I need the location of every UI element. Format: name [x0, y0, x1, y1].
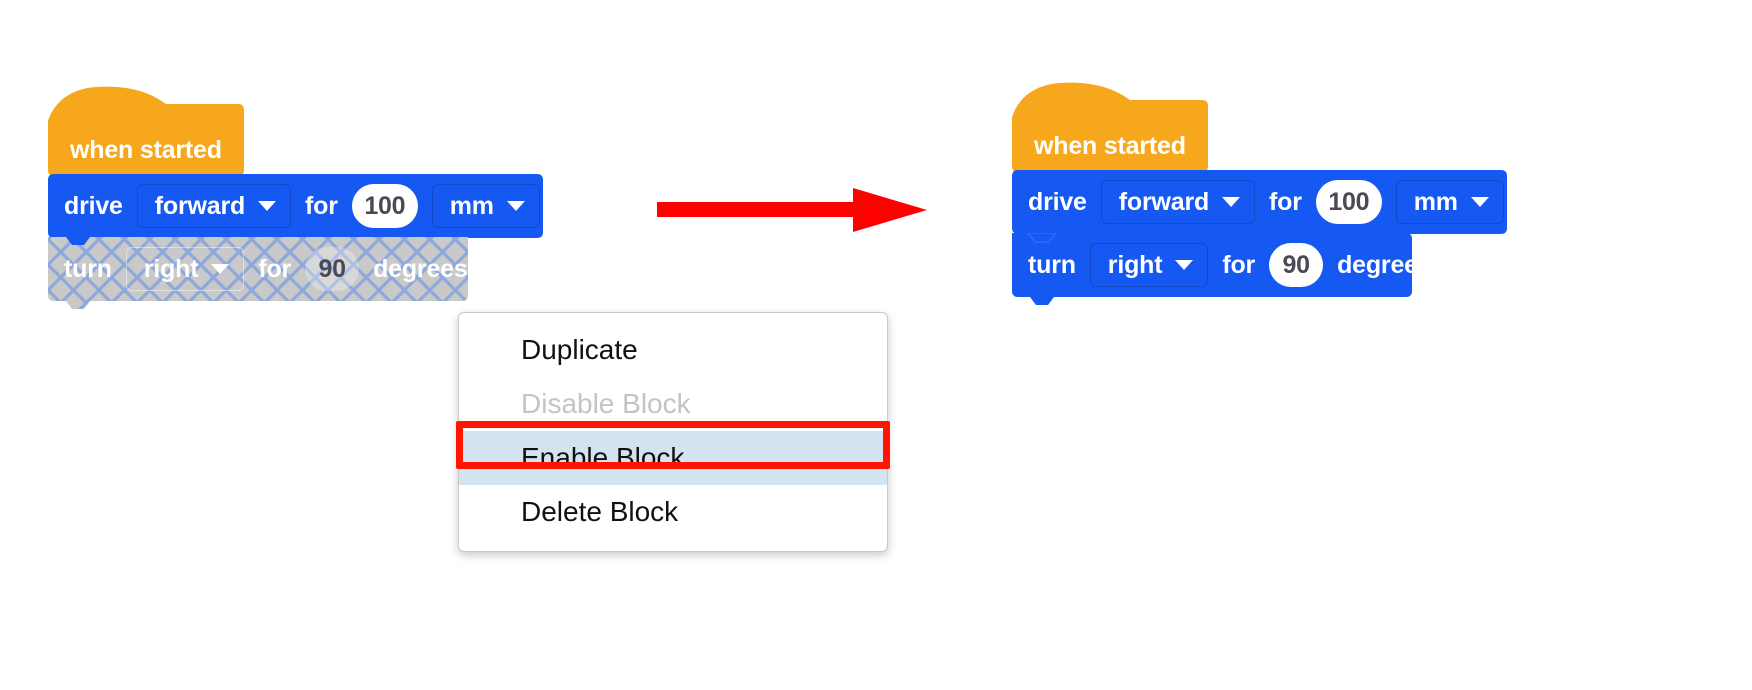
turn-amount-input[interactable]: 90 — [1269, 243, 1324, 287]
menu-item-delete-block[interactable]: Delete Block — [521, 496, 679, 527]
turn-unit-label: degrees — [1337, 250, 1432, 279]
chevron-down-icon — [258, 201, 277, 211]
drive-verb-label: drive — [64, 191, 123, 220]
turn-direction-dropdown[interactable]: right — [1089, 243, 1209, 287]
chevron-down-icon — [1222, 197, 1241, 207]
when-started-hat-block[interactable]: when started — [1012, 78, 1208, 180]
drive-verb-label: drive — [1028, 187, 1087, 216]
turn-block-disabled[interactable]: turn right for 90 degrees — [48, 237, 468, 309]
before-block-stack: when started drive forward for 100 mm — [48, 82, 543, 309]
drive-direction-dropdown[interactable]: forward — [136, 184, 292, 228]
when-started-hat-block[interactable]: when started — [48, 82, 244, 184]
transition-arrow — [655, 180, 935, 245]
drive-block[interactable]: drive forward for 100 mm — [48, 174, 543, 238]
chevron-down-icon — [1470, 197, 1489, 207]
after-block-stack: when started drive forward for 100 mm — [1012, 78, 1507, 305]
turn-direction-value: right — [1107, 250, 1163, 279]
chevron-down-icon — [506, 201, 525, 211]
chevron-down-icon — [1175, 260, 1194, 270]
hat-block-shape — [48, 86, 244, 184]
menu-item-duplicate[interactable]: Duplicate — [521, 334, 638, 365]
turn-amount-input[interactable]: 90 — [305, 247, 360, 291]
drive-amount-input[interactable]: 100 — [1315, 180, 1382, 224]
turn-for-label: for — [1222, 250, 1256, 279]
hat-block-shape — [1012, 82, 1208, 180]
turn-verb-label: turn — [1028, 250, 1076, 279]
drive-block-shape — [1012, 170, 1507, 234]
drive-for-label: for — [1269, 187, 1302, 216]
drive-unit-dropdown[interactable]: mm — [1395, 180, 1504, 224]
menu-item-disable-block: Disable Block — [521, 388, 691, 419]
chevron-down-icon — [211, 264, 230, 274]
drive-unit-dropdown[interactable]: mm — [431, 184, 540, 228]
drive-direction-dropdown[interactable]: forward — [1100, 180, 1256, 224]
drive-unit-value: mm — [449, 191, 494, 220]
drive-amount-input[interactable]: 100 — [351, 184, 418, 228]
block-context-menu[interactable]: Duplicate Disable Block Enable Block Del… — [458, 312, 888, 552]
turn-verb-label: turn — [64, 254, 112, 283]
arrow-right-icon — [657, 188, 927, 232]
drive-for-label: for — [305, 191, 338, 220]
hat-block-label: when started — [1034, 132, 1186, 160]
menu-item-enable-block[interactable]: Enable Block — [459, 431, 887, 485]
drive-direction-value: forward — [1118, 187, 1210, 216]
turn-block[interactable]: turn right for 90 degrees — [1012, 233, 1432, 305]
drive-direction-value: forward — [154, 191, 246, 220]
turn-block-shape — [48, 237, 468, 309]
hat-block-label: when started — [70, 136, 222, 164]
turn-for-label: for — [258, 254, 292, 283]
turn-unit-label: degrees — [373, 254, 468, 283]
drive-block[interactable]: drive forward for 100 mm — [1012, 170, 1507, 234]
turn-direction-dropdown[interactable]: right — [125, 247, 245, 291]
drive-unit-value: mm — [1413, 187, 1458, 216]
turn-direction-value: right — [143, 254, 199, 283]
drive-block-shape — [48, 174, 543, 238]
